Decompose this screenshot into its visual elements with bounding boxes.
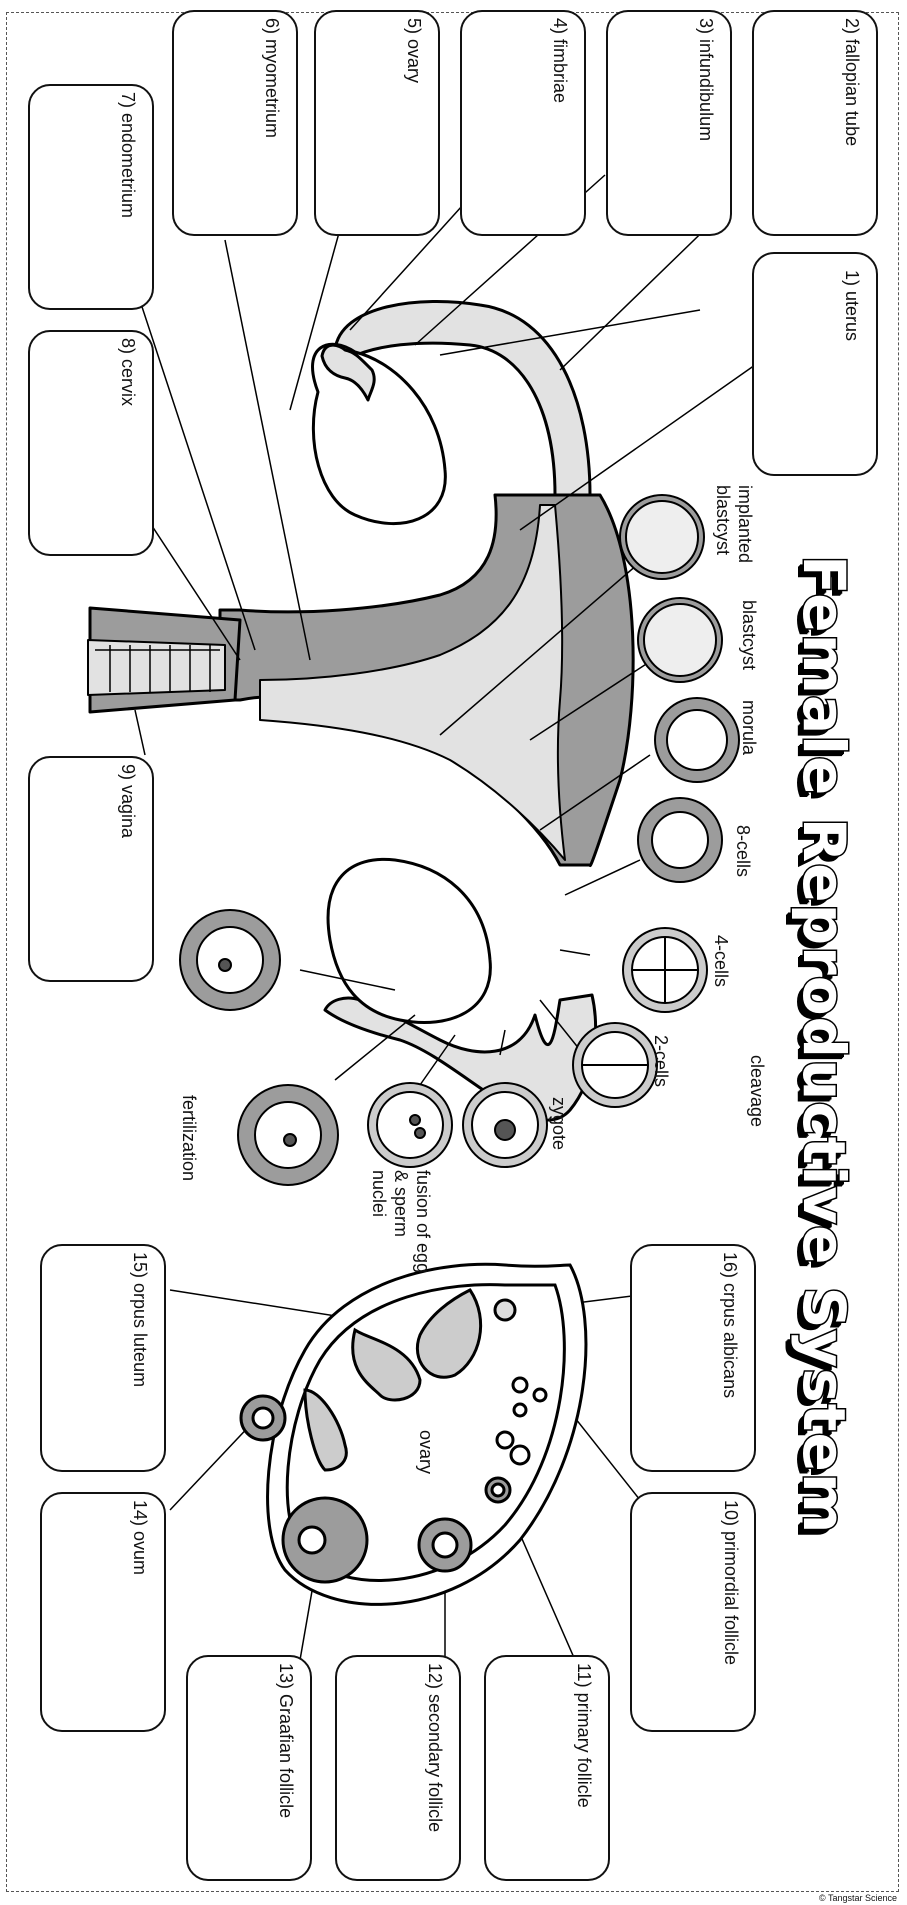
- label-cervix: 8) cervix: [117, 338, 138, 406]
- label-graafian-follicle: 13) Graafian follicle: [275, 1663, 296, 1818]
- text-2-cells: 2-cells: [650, 1035, 672, 1087]
- label-endometrium: 7) endometrium: [117, 92, 138, 218]
- label-fimbriae: 4) fimbriae: [549, 18, 570, 103]
- text-cleavage: cleavage: [746, 1055, 768, 1127]
- text-zygote: zygote: [548, 1097, 570, 1150]
- label-primary-follicle: 11) primary follicle: [573, 1663, 594, 1808]
- text-ovary-inner: ovary: [415, 1430, 437, 1474]
- label-corpus-albicans: 16) crpus albicans: [719, 1252, 740, 1398]
- page-title: Female Reproductive System: [790, 555, 858, 1534]
- label-uterus: 1) uterus: [841, 270, 862, 341]
- text-4-cells: 4-cells: [710, 935, 732, 987]
- text-morula: morula: [738, 700, 760, 755]
- label-fallopian-tube: 2) fallopian tube: [841, 18, 862, 146]
- label-infundibulum: 3) infundibulum: [695, 18, 716, 141]
- copyright: © Tangstar Science: [819, 1893, 897, 1903]
- label-corpus-luteum: 15) orpus luteum: [129, 1252, 150, 1387]
- label-vagina: 9) vagina: [117, 764, 138, 838]
- ovary-cross-section: [241, 1264, 586, 1604]
- label-ovary: 5) ovary: [403, 18, 424, 83]
- label-ovum: 14) ovum: [129, 1500, 150, 1575]
- label-secondary-follicle: 12) secondary follicle: [424, 1663, 445, 1832]
- label-myometrium: 6) myometrium: [261, 18, 282, 138]
- uterus-drawing: [88, 301, 633, 1120]
- text-8-cells: 8-cells: [732, 825, 754, 877]
- text-fertilization: fertilization: [178, 1095, 200, 1181]
- text-blastocyst: blastcyst: [738, 600, 760, 670]
- label-primordial-follicle: 10) primordial follicle: [720, 1500, 741, 1665]
- text-fusion: fusion of egg & sperm nuclei: [368, 1170, 434, 1285]
- text-implanted-blastocyst: implanted blastcyst: [708, 485, 756, 605]
